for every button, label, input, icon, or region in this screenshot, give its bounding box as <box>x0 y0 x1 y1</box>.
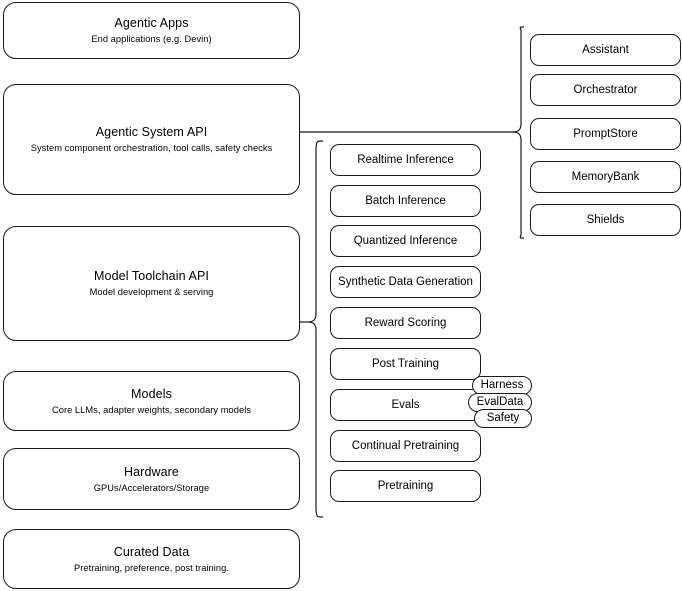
chip-label: Batch Inference <box>365 194 446 207</box>
agentic-chip-shields[interactable]: Shields <box>530 204 681 236</box>
toolchain-components-brace <box>307 140 324 518</box>
chip-label: Quantized Inference <box>353 234 458 247</box>
pill-label: EvalData <box>476 396 524 408</box>
toolchain-chip-quantized-inference[interactable]: Quantized Inference <box>330 225 481 257</box>
chip-label: Evals <box>391 398 420 411</box>
layer-agentic-system-api[interactable]: Agentic System API System component orch… <box>3 84 300 195</box>
layer-title: Hardware <box>124 464 179 479</box>
layer-title: Agentic Apps <box>114 16 189 30</box>
layer-model-toolchain-api[interactable]: Model Toolchain API Model development & … <box>3 226 300 341</box>
layer-subtitle: End applications (e.g. Devin) <box>91 34 212 44</box>
toolchain-chip-post-training[interactable]: Post Training <box>330 348 481 380</box>
agentic-chip-orchestrator[interactable]: Orchestrator <box>530 74 681 106</box>
chip-label: Reward Scoring <box>364 316 447 329</box>
toolchain-chip-synthetic-data-generation[interactable]: Synthetic Data Generation <box>330 266 481 298</box>
chip-label: MemoryBank <box>571 170 640 183</box>
chip-label: PromptStore <box>573 127 638 140</box>
agentic-chip-memorybank[interactable]: MemoryBank <box>530 161 681 193</box>
layer-agentic-apps[interactable]: Agentic Apps End applications (e.g. Devi… <box>3 2 300 59</box>
agentic-chip-promptstore[interactable]: PromptStore <box>530 118 681 150</box>
layer-subtitle: System component orchestration, tool cal… <box>30 143 273 153</box>
layer-subtitle: Core LLMs, adapter weights, secondary mo… <box>51 404 252 415</box>
toolchain-chip-reward-scoring[interactable]: Reward Scoring <box>330 307 481 339</box>
chip-label: Post Training <box>371 357 440 370</box>
layer-subtitle: GPUs/Accelerators/Storage <box>93 482 210 493</box>
layer-curated-data[interactable]: Curated Data Pretraining, preference, po… <box>3 529 300 589</box>
toolchain-chip-realtime-inference[interactable]: Realtime Inference <box>330 144 481 176</box>
layer-subtitle: Model development & serving <box>89 287 214 297</box>
eval-pill-safety[interactable]: Safety <box>474 409 532 428</box>
layer-hardware[interactable]: Hardware GPUs/Accelerators/Storage <box>3 448 300 510</box>
layer-title: Model Toolchain API <box>94 269 209 283</box>
pill-label: Harness <box>480 379 524 391</box>
agentic-components-brace <box>512 26 525 239</box>
chip-label: Synthetic Data Generation <box>338 275 473 288</box>
chip-label: Orchestrator <box>573 83 638 96</box>
toolchain-chip-batch-inference[interactable]: Batch Inference <box>330 185 481 217</box>
layer-title: Agentic System API <box>95 125 208 139</box>
chip-label: Continual Pretraining <box>351 439 460 452</box>
agentic-chip-assistant[interactable]: Assistant <box>530 34 681 66</box>
pill-label: Safety <box>486 412 520 424</box>
layer-models[interactable]: Models Core LLMs, adapter weights, secon… <box>3 371 300 431</box>
toolchain-chip-continual-pretraining[interactable]: Continual Pretraining <box>330 430 481 462</box>
chip-label: Shields <box>586 213 625 226</box>
chip-label: Pretraining <box>377 479 434 492</box>
chip-label: Assistant <box>582 43 629 56</box>
layer-title: Models <box>131 386 172 401</box>
layer-title: Curated Data <box>113 544 190 559</box>
chip-label: Realtime Inference <box>357 153 454 166</box>
toolchain-chip-pretraining[interactable]: Pretraining <box>330 470 481 502</box>
layer-subtitle: Pretraining, preference, post training. <box>74 562 229 573</box>
toolchain-chip-evals[interactable]: Evals <box>330 389 481 421</box>
